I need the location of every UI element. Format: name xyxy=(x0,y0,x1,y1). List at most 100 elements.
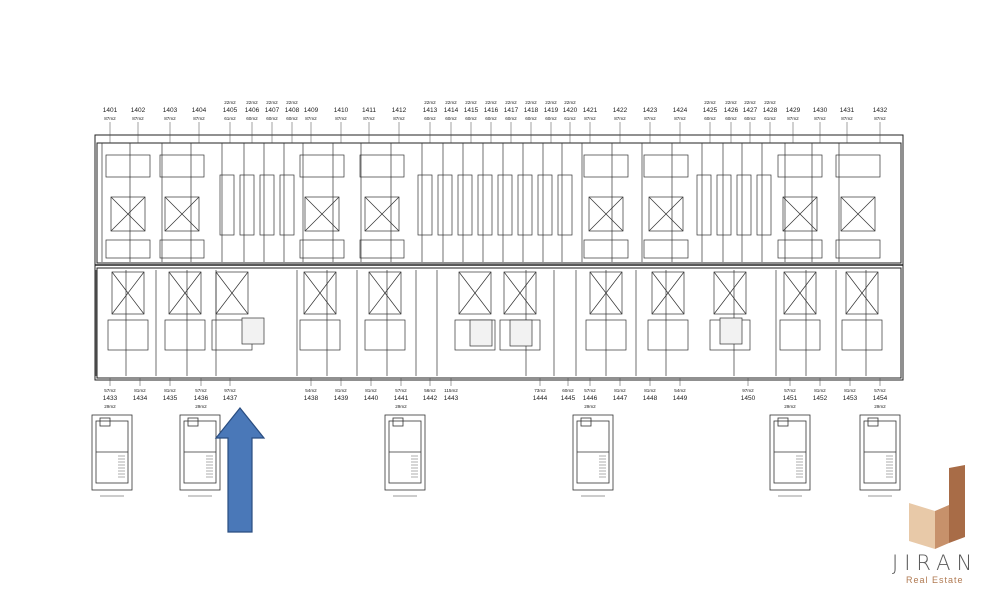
studio-room xyxy=(736,174,752,236)
top-unit-cells xyxy=(101,143,881,262)
unit-area: 60m2 xyxy=(424,116,436,121)
unit-area: 87m2 xyxy=(393,116,405,121)
up-arrow-indicator xyxy=(214,407,266,533)
unit-area: 57m2 xyxy=(395,388,407,393)
room-outline xyxy=(647,319,689,351)
unit-number: 1453 xyxy=(843,395,858,402)
unit-area: 57m2 xyxy=(874,388,886,393)
unit-area: 87m2 xyxy=(104,116,116,121)
annex-stair xyxy=(392,417,404,427)
annex-stair xyxy=(867,417,879,427)
shaft-cross xyxy=(589,271,623,315)
unit-number: 1421 xyxy=(583,107,598,114)
unit-balcony-area: 29m2 xyxy=(874,404,886,409)
annex-outline xyxy=(91,414,133,491)
unit-number: 1445 xyxy=(561,395,576,402)
unit-area: 60m2 xyxy=(525,116,537,121)
unit-area: 87m2 xyxy=(335,116,347,121)
room-outline xyxy=(299,319,341,351)
unit-area: 61m2 xyxy=(224,116,236,121)
unit-number: 1444 xyxy=(533,395,548,402)
room-outline xyxy=(643,154,689,178)
unit-area: 61m2 xyxy=(764,116,776,121)
unit-area: 87m2 xyxy=(614,116,626,121)
studio-room xyxy=(457,174,473,236)
unit-number: 1427 xyxy=(743,107,758,114)
room-outline xyxy=(159,239,205,259)
unit-number: 1432 xyxy=(873,107,888,114)
shaft-box xyxy=(648,196,684,232)
unit-area: 60m2 xyxy=(465,116,477,121)
unit-number: 1437 xyxy=(223,395,238,402)
studio-room xyxy=(259,174,275,236)
unit-balcony-area: 22m2 xyxy=(545,100,557,105)
shaft-box xyxy=(589,271,623,315)
shaft-cross xyxy=(368,271,402,315)
unit-number: 1415 xyxy=(464,107,479,114)
shaft-box xyxy=(364,196,400,232)
room-outline xyxy=(299,239,345,259)
unit-number: 1424 xyxy=(673,107,688,114)
room-outline xyxy=(105,154,151,178)
shaft-cross xyxy=(713,271,747,315)
unit-area: 60m2 xyxy=(704,116,716,121)
unit-balcony-area: 22m2 xyxy=(266,100,278,105)
unit-area: 57m2 xyxy=(104,388,116,393)
unit-number: 1429 xyxy=(786,107,801,114)
shaft-cross xyxy=(110,196,146,232)
unit-balcony-area: 22m2 xyxy=(246,100,258,105)
unit-number: 1414 xyxy=(444,107,459,114)
unit-area: 60m2 xyxy=(725,116,737,121)
shaft-box xyxy=(840,196,876,232)
unit-number: 1451 xyxy=(783,395,798,402)
annex-outline xyxy=(572,414,614,491)
unit-area: 60m2 xyxy=(485,116,497,121)
unit-number: 1436 xyxy=(194,395,209,402)
unit-number: 1420 xyxy=(563,107,578,114)
unit-balcony-area: 22m2 xyxy=(485,100,497,105)
room-outline xyxy=(583,154,629,178)
studio-room xyxy=(537,174,553,236)
unit-area: 60m2 xyxy=(562,388,574,393)
unit-number: 1401 xyxy=(103,107,118,114)
studio-room xyxy=(417,174,433,236)
studio-room xyxy=(756,174,772,236)
brand-name: JIRAN xyxy=(892,551,979,575)
room-outline xyxy=(585,319,627,351)
unit-area: 97m2 xyxy=(224,388,236,393)
unit-area: 87m2 xyxy=(164,116,176,121)
shaft-box xyxy=(783,271,817,315)
annex-stair xyxy=(99,417,111,427)
unit-number: 1405 xyxy=(223,107,238,114)
unit-number: 1443 xyxy=(444,395,459,402)
shaft-cross xyxy=(783,271,817,315)
room-outline xyxy=(359,239,405,259)
shaft-box xyxy=(588,196,624,232)
unit-area: 81m2 xyxy=(164,388,176,393)
unit-number: 1428 xyxy=(763,107,778,114)
stair-core xyxy=(241,317,265,345)
shaft-cross xyxy=(111,271,145,315)
unit-number: 1431 xyxy=(840,107,855,114)
unit-number: 1450 xyxy=(741,395,756,402)
unit-area: 87m2 xyxy=(674,116,686,121)
studio-room xyxy=(716,174,732,236)
unit-area: 87m2 xyxy=(874,116,886,121)
unit-number: 1442 xyxy=(423,395,438,402)
shaft-box xyxy=(164,196,200,232)
unit-number: 1419 xyxy=(544,107,559,114)
unit-area: 87m2 xyxy=(787,116,799,121)
unit-area: 60m2 xyxy=(246,116,258,121)
unit-area: 57m2 xyxy=(584,388,596,393)
unit-area: 87m2 xyxy=(584,116,596,121)
annex-outline xyxy=(179,414,221,491)
shaft-cross xyxy=(845,271,879,315)
annex-outline xyxy=(769,414,811,491)
unit-number: 1448 xyxy=(643,395,658,402)
jiran-logo-icon xyxy=(909,465,965,549)
annex-stair xyxy=(777,417,789,427)
bottom-unit-labels: 57m2143329m281m2143481m2143557m2143629m2… xyxy=(103,378,888,409)
unit-area: 60m2 xyxy=(286,116,298,121)
shaft-cross xyxy=(168,271,202,315)
unit-area: 54m2 xyxy=(305,388,317,393)
